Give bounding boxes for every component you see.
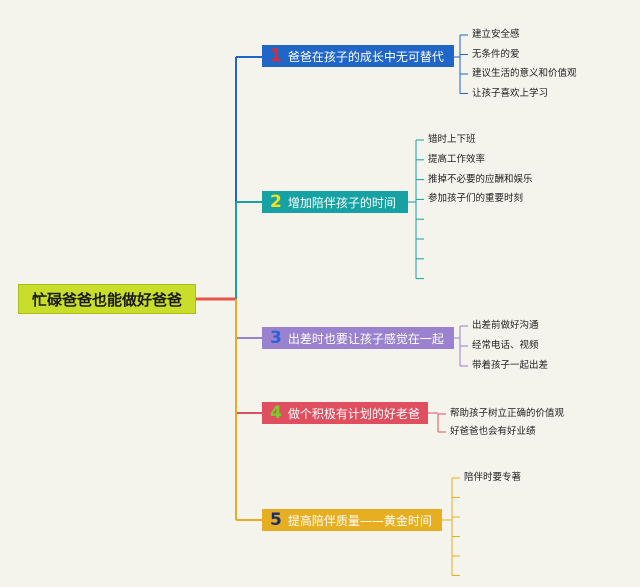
branch-number: 4 <box>270 402 282 423</box>
branch-label: 出差时也要让孩子感觉在一起 <box>287 331 444 346</box>
leaf-topic[interactable]: 建立安全感 <box>472 29 520 40</box>
branch-number: 3 <box>270 327 282 348</box>
leaf-topic[interactable]: 帮助孩子树立正确的价值观 <box>450 408 565 419</box>
leaf-topic[interactable]: 陪伴时要专著 <box>464 472 522 483</box>
leaf-topic[interactable]: 提高工作效率 <box>428 153 486 165</box>
leaf-topic[interactable]: 好爸爸也会有好业绩 <box>450 426 536 437</box>
leaf-topic[interactable]: 经常电话、视频 <box>472 340 539 351</box>
branch-number: 5 <box>270 509 282 530</box>
leaf-topic[interactable]: 建议生活的意义和价值观 <box>472 68 577 79</box>
leaf-topic[interactable]: 出差前做好沟通 <box>472 320 539 331</box>
branch-2[interactable]: 2 增加陪伴孩子的时间 <box>262 191 408 213</box>
leaf-topic[interactable]: 错时上下班 <box>428 134 476 145</box>
leaf-topic[interactable]: 推掉不必要的应酬和娱乐 <box>428 173 533 185</box>
leaf-topic[interactable]: 带着孩子一起出差 <box>472 360 549 371</box>
branch-number: 1 <box>270 45 282 66</box>
leaf-topic[interactable]: 无条件的爱 <box>472 48 520 60</box>
leaf-topic[interactable]: 让孩子喜欢上学习 <box>472 87 549 99</box>
branch-label: 提高陪伴质量——黄金时间 <box>287 513 432 528</box>
branch-number: 2 <box>270 191 282 212</box>
branch-1[interactable]: 1 爸爸在孩子的成长中无可替代 <box>262 45 454 67</box>
branch-5[interactable]: 5 提高陪伴质量——黄金时间 <box>262 509 442 531</box>
branch-4[interactable]: 4 做个积极有计划的好老爸 <box>262 402 428 424</box>
branch-3[interactable]: 3 出差时也要让孩子感觉在一起 <box>262 327 454 349</box>
root-topic[interactable]: 忙碌爸爸也能做好爸爸 <box>18 284 196 314</box>
leaf-topic[interactable]: 参加孩子们的重要时刻 <box>428 193 524 205</box>
branch-label: 爸爸在孩子的成长中无可替代 <box>287 49 444 64</box>
root-topic-label: 忙碌爸爸也能做好爸爸 <box>31 290 182 309</box>
branch-label: 做个积极有计划的好老爸 <box>287 406 420 421</box>
branch-label: 增加陪伴孩子的时间 <box>287 195 396 210</box>
